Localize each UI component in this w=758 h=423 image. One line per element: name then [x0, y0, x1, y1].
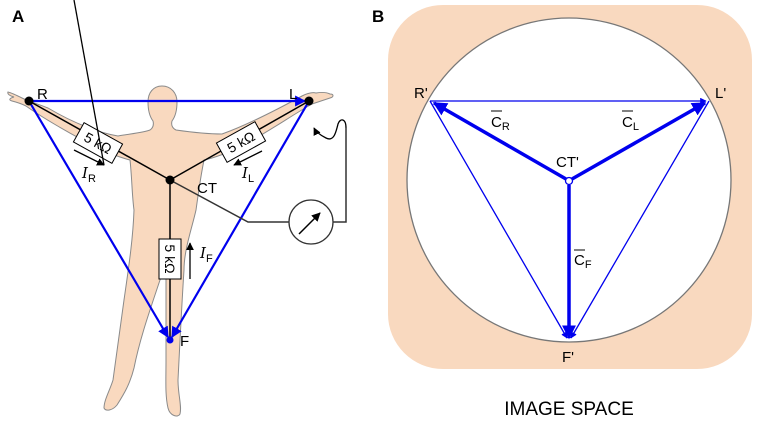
node-label-l: L	[289, 86, 297, 103]
exploring-electrode-lead	[313, 119, 347, 140]
wire-galvanometer-probe	[333, 128, 347, 223]
image-space-caption: IMAGE SPACE	[504, 399, 634, 420]
lead-ii-line	[28, 100, 169, 338]
vector-label-cr: CR	[491, 110, 510, 133]
node-label-f: F	[180, 333, 189, 350]
current-r-arrow	[73, 0, 105, 166]
image-triangle	[429, 97, 710, 339]
central-terminal-image-node	[564, 176, 574, 186]
panel-a: A 5 kΩ 5 kΩ	[7, 0, 347, 417]
node-label-ct-prime: CT'	[556, 154, 579, 171]
panel-b: B R' L' CT' F' CR CL	[372, 5, 752, 420]
current-r-label: IR	[81, 164, 96, 185]
svg-text:CF: CF	[574, 252, 592, 271]
panel-b-label: B	[372, 7, 384, 26]
node-label-l-prime: L'	[715, 85, 726, 102]
vector-cl	[571, 101, 707, 181]
electrode-r	[24, 96, 34, 106]
current-l-arrow-line	[233, 150, 263, 166]
current-l-label: IL	[241, 164, 254, 185]
electrode-f	[166, 336, 174, 344]
vector-label-cf: CF	[574, 249, 592, 271]
galvanometer-needle-icon	[298, 212, 321, 235]
central-terminal-node	[165, 175, 175, 185]
galvanometer	[288, 199, 334, 245]
resistor-foot-label: 5 kΩ	[162, 244, 178, 273]
wire-ct-galvanometer	[169, 179, 289, 223]
image-lead-iii	[570, 100, 710, 339]
vector-label-cl: CL	[622, 110, 639, 133]
einthoven-triangle	[28, 95, 310, 338]
vector-cr	[432, 101, 567, 181]
image-vectors	[432, 101, 707, 340]
electrode-l	[304, 96, 314, 106]
panel-a-label: A	[12, 7, 24, 26]
current-r-arrow-line	[73, 149, 105, 166]
node-label-r: R	[37, 86, 48, 103]
svg-text:CL: CL	[622, 114, 639, 133]
resistor-foot: 5 kΩ	[158, 238, 182, 280]
node-label-ct: CT	[197, 180, 217, 197]
node-label-r-prime: R'	[414, 85, 428, 102]
svg-text:CR: CR	[491, 114, 510, 133]
current-f-label: IF	[199, 244, 213, 265]
image-lead-ii	[429, 100, 568, 339]
node-label-f-prime: F'	[562, 349, 574, 366]
lead-iii-line	[171, 100, 310, 338]
